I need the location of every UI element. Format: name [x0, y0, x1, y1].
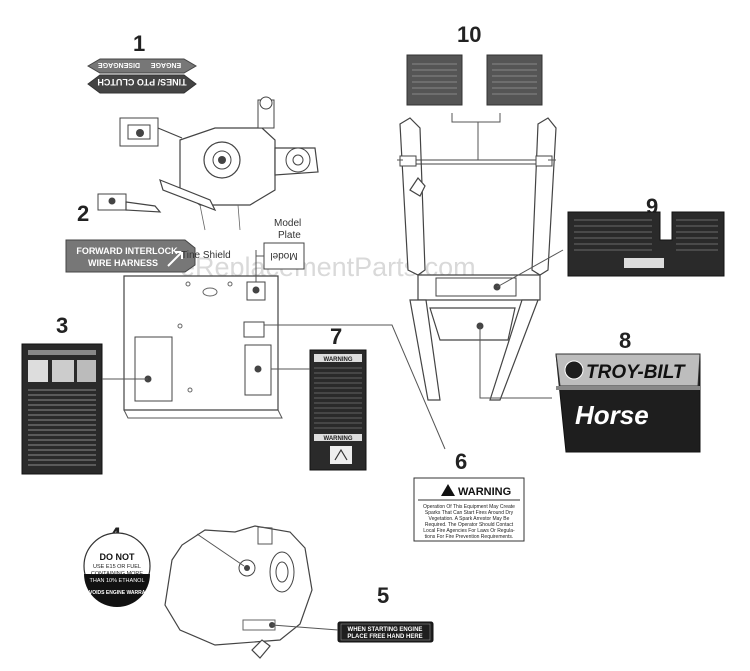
- warning-text-line-3: Vegetation. A Spark Arrestor May Be: [429, 516, 510, 522]
- decal-starting-engine[interactable]: WHEN STARTING ENGINE PLACE FREE HAND HER…: [337, 621, 434, 643]
- decal-fuel-warning[interactable]: DO NOT USE E15 OR FUEL CONTAINING MORE T…: [79, 532, 156, 607]
- model-plate-inner-label: Model: [270, 250, 297, 261]
- decal-handle-left[interactable]: [406, 54, 463, 106]
- forward-interlock-line-1: FORWARD INTERLOCK: [76, 246, 178, 256]
- callout-7[interactable]: 7: [330, 324, 342, 349]
- warning-text-line-4: Required. The Operator Should Contact: [425, 522, 514, 528]
- warning-triangle-icon: [441, 484, 455, 496]
- warning-text-line-5: Local Fire Agencies For Laws Or Regula-: [423, 528, 515, 534]
- model-plate[interactable]: Model: [263, 242, 305, 270]
- callout-1[interactable]: 1: [133, 31, 145, 56]
- disengage-label: DISENGAGE: [98, 61, 140, 68]
- starting-engine-line-1: WHEN STARTING ENGINE: [348, 627, 423, 633]
- decal-safety-instructions[interactable]: [21, 343, 103, 475]
- do-not-line-2: USE E15 OR FUEL: [93, 564, 141, 570]
- callout-2[interactable]: 2: [77, 201, 89, 226]
- warning-text-line-2: Sparks That Can Start Fires Around Dry: [425, 510, 514, 516]
- do-not-line-3: CONTAINING MORE: [91, 571, 143, 577]
- arrow-icon: [167, 251, 183, 267]
- callout-5[interactable]: 5: [377, 583, 389, 608]
- forward-interlock-line-2: WIRE HARNESS: [88, 258, 158, 268]
- warning-text-line-1: Operation Of This Equipment May Create: [423, 504, 515, 510]
- tine-shield-caption: Tine Shield: [181, 250, 231, 261]
- decal-handle-right[interactable]: [486, 54, 543, 106]
- model-name: Horse: [575, 400, 649, 430]
- decal-tines-pto-clutch[interactable]: TINES/ PTO CLUTCH ENGAGE DISENGAGE: [87, 58, 197, 94]
- fuel-tank-drawing: [164, 525, 313, 659]
- do-not-ring-text: E15 VOIDS ENGINE WARRANTY: [79, 590, 156, 596]
- decal-spark-warning[interactable]: WARNING Operation Of This Equipment May …: [413, 477, 525, 542]
- callout-6[interactable]: 6: [455, 449, 467, 474]
- decal-troy-bilt-horse[interactable]: TROY-BILT Horse: [555, 353, 701, 453]
- warning-small-label-top: WARNING: [324, 357, 353, 363]
- brand-name: TROY-BILT: [586, 362, 686, 383]
- model-plate-caption-line-2: Plate: [278, 230, 301, 241]
- tine-shield-drawing: [123, 275, 283, 419]
- decal-console[interactable]: [567, 211, 725, 277]
- callout-10[interactable]: 10: [457, 22, 481, 47]
- warning-small-label-bottom: WARNING: [324, 436, 353, 442]
- brand-logo-icon: [564, 360, 584, 380]
- decal-warning-vertical[interactable]: WARNING WARNING: [309, 349, 367, 471]
- do-not-heading: DO NOT: [100, 552, 136, 562]
- transmission-drawing: [97, 96, 319, 231]
- callout-8[interactable]: 8: [619, 328, 631, 353]
- model-plate-caption-line-1: Model: [274, 218, 301, 229]
- decal-forward-interlock[interactable]: FORWARD INTERLOCK WIRE HARNESS: [65, 239, 196, 273]
- engage-label: ENGAGE: [151, 61, 182, 68]
- handlebar-drawing: [397, 117, 557, 401]
- do-not-line-4: THAN 10% ETHANOL: [89, 578, 144, 584]
- warning-text-line-6: tions For Fire Prevention Requirements.: [425, 534, 514, 540]
- hazard-icon: [334, 448, 348, 461]
- starting-engine-line-2: PLACE FREE HAND HERE: [347, 634, 422, 640]
- tines-pto-label: TINES/ PTO CLUTCH: [97, 77, 186, 87]
- warning-heading: WARNING: [458, 486, 511, 498]
- callout-3[interactable]: 3: [56, 313, 68, 338]
